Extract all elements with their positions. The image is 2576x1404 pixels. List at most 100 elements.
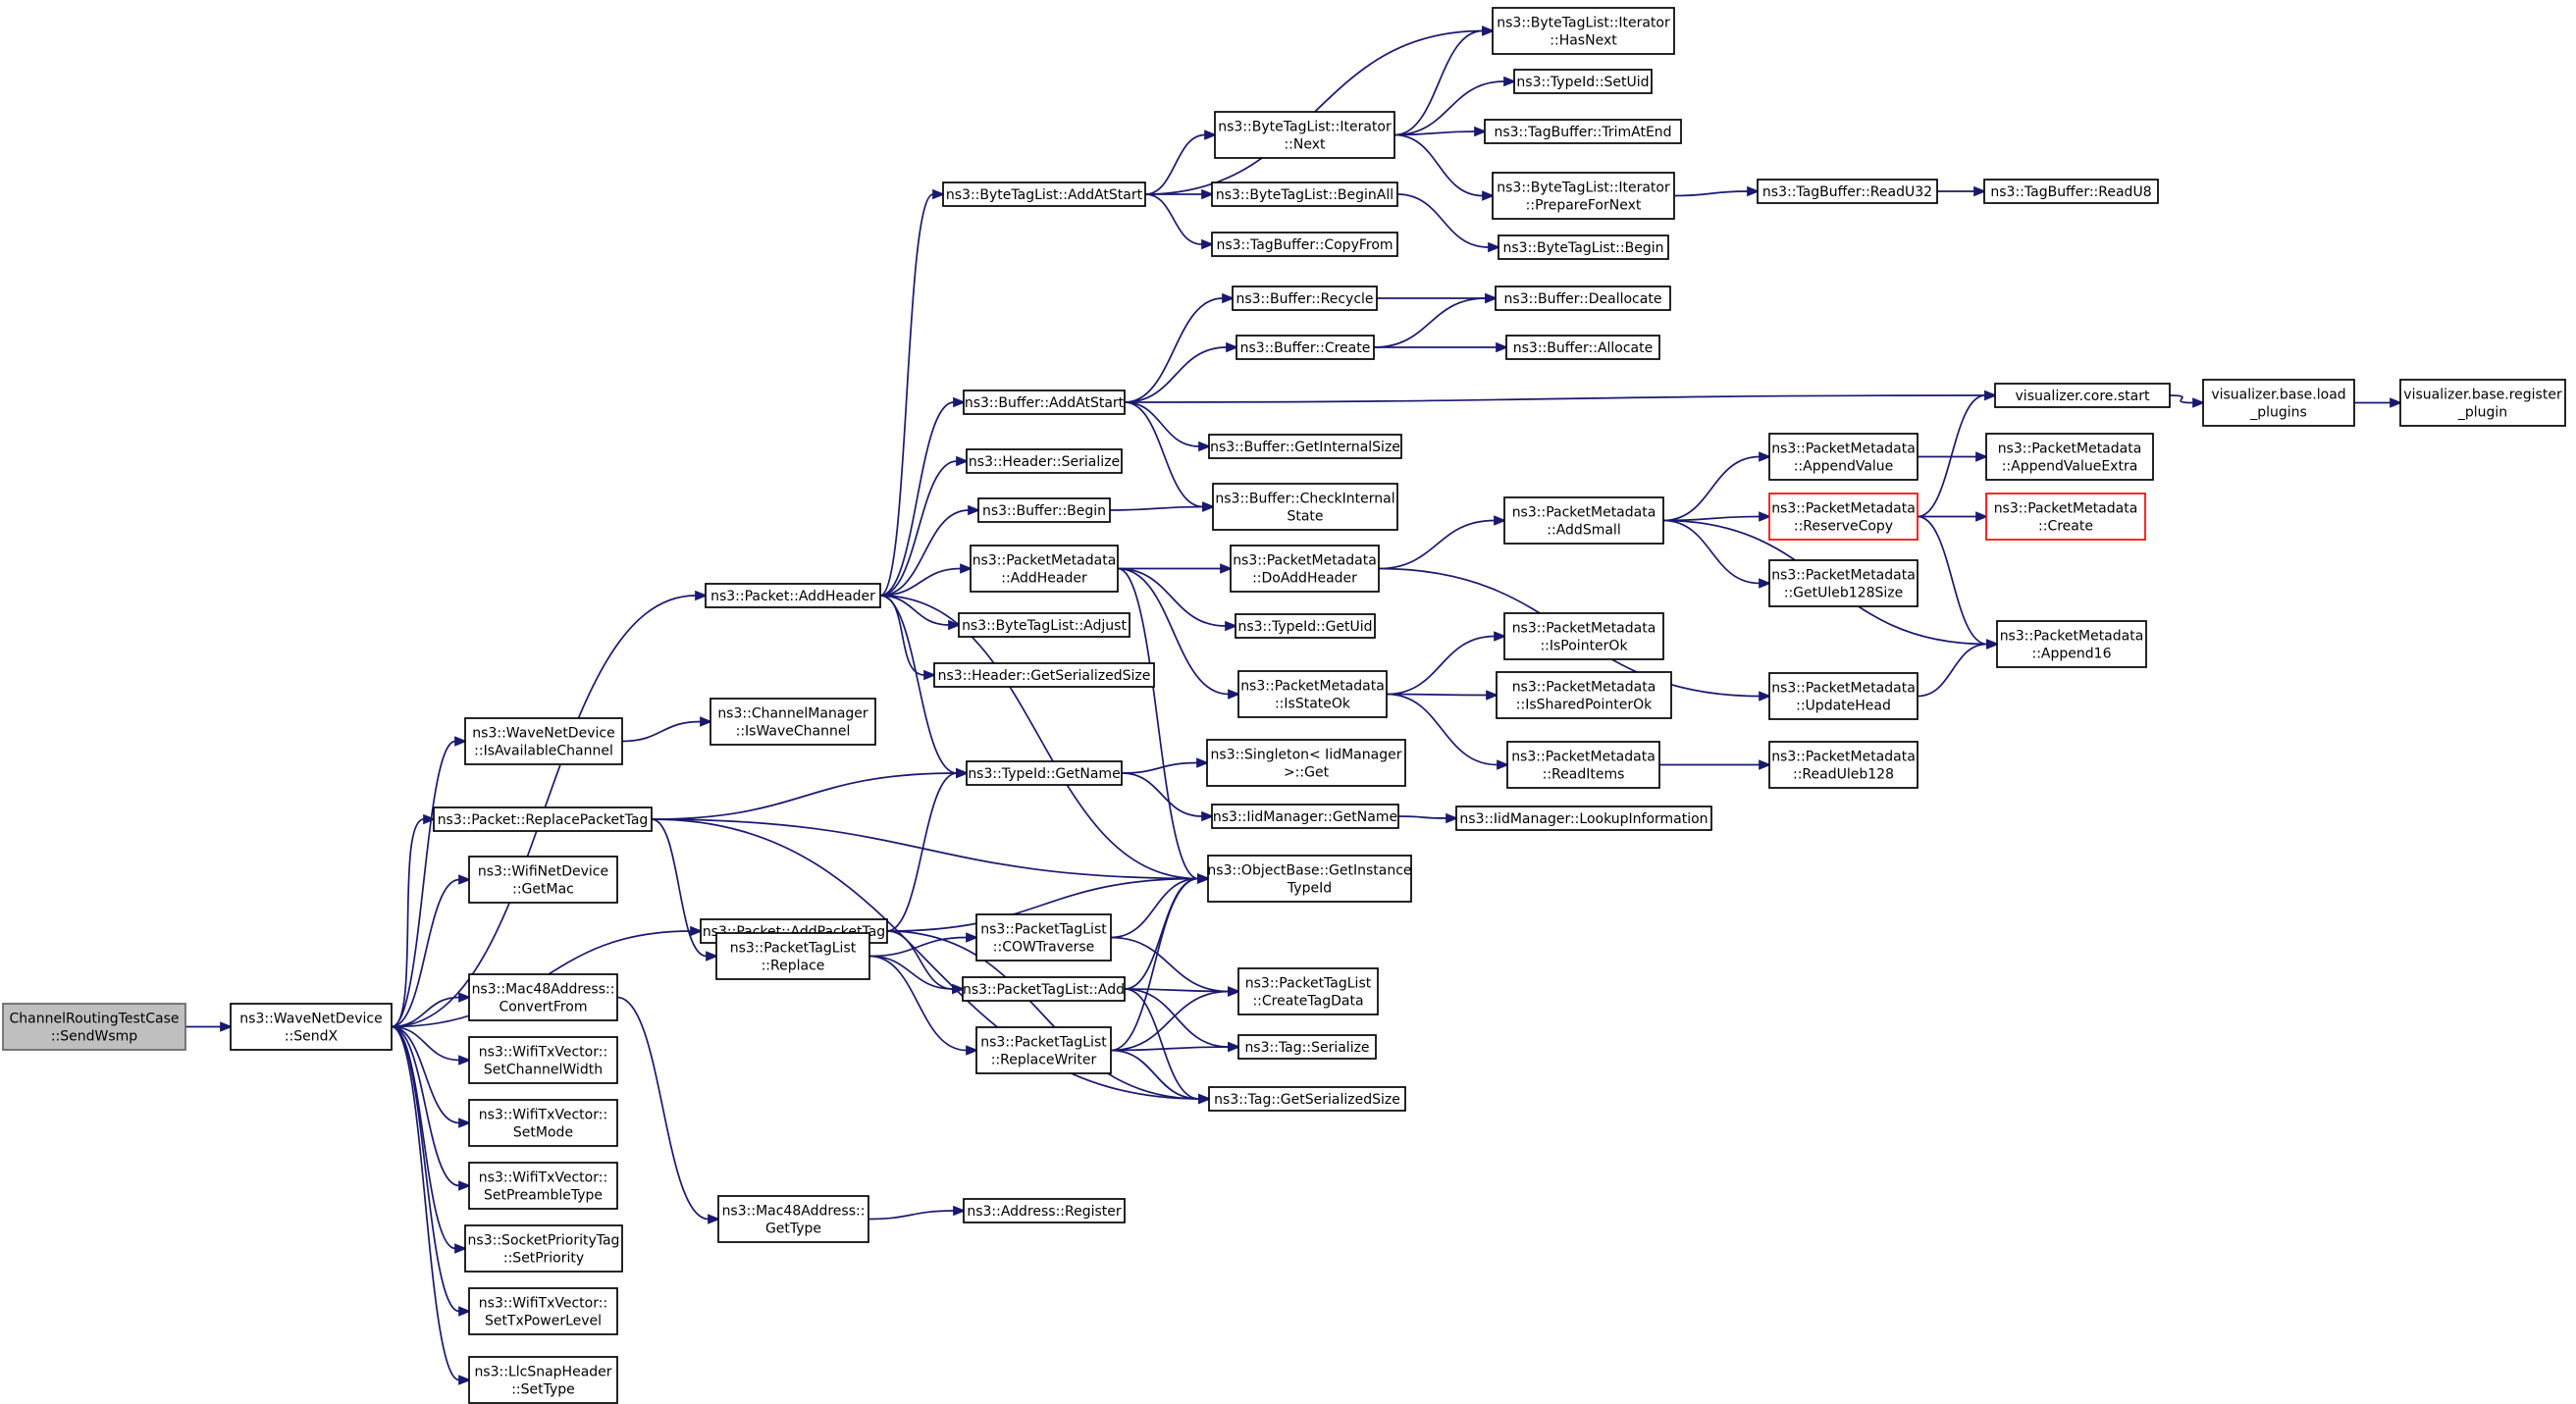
node-convertfrom[interactable]: ns3::Mac48Address::ConvertFrom	[468, 973, 618, 1021]
node-iswavechannel[interactable]: ns3::ChannelManager::IsWaveChannel	[710, 698, 876, 746]
node-btladjust[interactable]: ns3::ByteTagList::Adjust	[958, 612, 1130, 638]
node-pmappendvalueextra[interactable]: ns3::PacketMetadata::AppendValueExtra	[1985, 433, 2154, 481]
node-label: _plugins	[2249, 405, 2307, 421]
node-settxpower[interactable]: ns3::WifiTxVector::SetTxPowerLevel	[468, 1287, 618, 1335]
node-root: ChannelRoutingTestCase::SendWsmp	[2, 1003, 186, 1051]
node-itprepare[interactable]: ns3::ByteTagList::Iterator::PrepareForNe…	[1492, 172, 1675, 220]
call-edge-ptladd-to-objgetinstancetypeid	[1124, 877, 1199, 990]
node-pmdoaddheader[interactable]: ns3::PacketMetadata::DoAddHeader	[1230, 545, 1380, 593]
node-hdrserialize[interactable]: ns3::Header::Serialize	[966, 448, 1123, 474]
node-settype[interactable]: ns3::LlcSnapHeader::SetType	[468, 1356, 618, 1404]
call-edge-addpackettag-to-typeidgetname	[886, 772, 958, 932]
node-ithasnext[interactable]: ns3::ByteTagList::Iterator::HasNext	[1492, 7, 1675, 55]
call-edge-pmaddheader-to-typeidgetuid	[1117, 567, 1227, 627]
node-label: ::GetMac	[512, 882, 574, 898]
node-hdrgetsersize[interactable]: ns3::Header::GetSerializedSize	[933, 662, 1155, 688]
node-setpriority[interactable]: ns3::SocketPriorityTag::SetPriority	[464, 1224, 623, 1273]
node-bufgetinternalsize[interactable]: ns3::Buffer::GetInternalSize	[1208, 434, 1402, 459]
node-sendx[interactable]: ns3::WaveNetDevice::SendX	[230, 1003, 393, 1051]
arrowhead-icon	[932, 188, 946, 200]
node-ptladd[interactable]: ns3::PacketTagList::Add	[962, 976, 1126, 1002]
node-iidgetname[interactable]: ns3::IidManager::GetName	[1211, 804, 1399, 829]
node-tbreadu32[interactable]: ns3::TagBuffer::ReadU32	[1757, 179, 1938, 204]
node-addheader[interactable]: ns3::Packet::AddHeader	[705, 583, 881, 608]
node-vizloadplugins[interactable]: visualizer.base.load_plugins	[2202, 379, 2355, 427]
node-ptlreplacewriter[interactable]: ns3::PacketTagList::ReplaceWriter	[975, 1026, 1112, 1074]
node-setmode[interactable]: ns3::WifiTxVector::SetMode	[468, 1099, 618, 1147]
node-ptlcowtraverse[interactable]: ns3::PacketTagList::COWTraverse	[975, 913, 1112, 962]
node-bufbegin[interactable]: ns3::Buffer::Begin	[977, 497, 1111, 523]
node-label: ns3::PacketTagList	[1245, 976, 1372, 992]
node-singletonget[interactable]: ns3::Singleton< IidManager >::Get	[1206, 739, 1406, 787]
node-box	[975, 913, 1112, 962]
node-pmreaduleb[interactable]: ns3::PacketMetadata::ReadUleb128	[1768, 741, 1919, 789]
node-wifigetmac[interactable]: ns3::WifiNetDevice::GetMac	[468, 856, 618, 904]
node-label: ns3::ByteTagList::AddAtStart	[946, 187, 1143, 203]
node-pmupdatehead[interactable]: ns3::PacketMetadata::UpdateHead	[1768, 672, 1919, 720]
node-bufrecycle[interactable]: ns3::Buffer::Recycle	[1232, 286, 1378, 311]
node-pmappend16[interactable]: ns3::PacketMetadata::Append16	[1996, 620, 2147, 668]
node-tbtrimatend[interactable]: ns3::TagBuffer::TrimAtEnd	[1484, 119, 1682, 144]
node-label: ::AppendValue	[1794, 459, 1894, 475]
node-vizregisterplugin[interactable]: visualizer.base.register_plugin	[2399, 379, 2566, 427]
node-pmissharedpointerok[interactable]: ns3::PacketMetadata::IsSharedPointerOk	[1496, 671, 1672, 719]
node-typeidgetname[interactable]: ns3::TypeId::GetName	[966, 760, 1123, 786]
node-replacepkttag[interactable]: ns3::Packet::ReplacePacketTag	[433, 806, 653, 832]
node-pmappendvalue[interactable]: ns3::PacketMetadata::AppendValue	[1768, 433, 1919, 481]
call-edge-ptlcowtraverse-to-ptlcreatetagdata	[1110, 936, 1230, 993]
call-edge-typeidgetname-to-singletonget	[1121, 761, 1198, 774]
node-isavail[interactable]: ns3::WaveNetDevice::IsAvailableChannel	[464, 717, 623, 765]
node-box	[975, 1026, 1112, 1074]
node-label: ::ReplaceWriter	[991, 1053, 1097, 1068]
node-pmgetuleb[interactable]: ns3::PacketMetadata::GetUleb128Size	[1768, 559, 1919, 607]
node-box	[1237, 967, 1379, 1015]
call-edge-pmreservecopy-to-pmappend16	[1917, 515, 1988, 646]
arrowhead-icon	[1759, 691, 1772, 702]
node-typeidsetuid[interactable]: ns3::TypeId::SetUid	[1513, 69, 1653, 94]
node-itnext[interactable]: ns3::ByteTagList::Iterator::Next	[1214, 111, 1395, 159]
node-pmispointerok[interactable]: ns3::PacketMetadata::IsPointerOk	[1503, 612, 1664, 660]
node-iidlookup[interactable]: ns3::IidManager::LookupInformation	[1455, 806, 1712, 831]
node-bufdeallocate[interactable]: ns3::Buffer::Deallocate	[1495, 286, 1671, 311]
node-label: ns3::LlcSnapHeader	[474, 1365, 611, 1380]
node-btlbegin[interactable]: ns3::ByteTagList::Begin	[1498, 234, 1669, 260]
node-pmisstateok[interactable]: ns3::PacketMetadata::IsStateOk	[1237, 670, 1388, 718]
node-mac48gettype[interactable]: ns3::Mac48Address::GetType	[717, 1195, 869, 1243]
node-box	[1506, 741, 1660, 789]
arrowhead-icon	[1226, 341, 1239, 353]
node-pmaddheader[interactable]: ns3::PacketMetadata::AddHeader	[970, 545, 1119, 593]
node-setchanwidth[interactable]: ns3::WifiTxVector::SetChannelWidth	[468, 1036, 618, 1084]
node-typeidgetuid[interactable]: ns3::TypeId::GetUid	[1235, 613, 1376, 639]
node-setpreamble[interactable]: ns3::WifiTxVector::SetPreambleType	[468, 1162, 618, 1210]
node-pmreaditems[interactable]: ns3::PacketMetadata::ReadItems	[1506, 741, 1660, 789]
node-pmcreate[interactable]: ns3::PacketMetadata::Create	[1985, 493, 2146, 541]
node-tbcopyfrom[interactable]: ns3::TagBuffer::CopyFrom	[1211, 232, 1398, 257]
node-ptlreplace[interactable]: ns3::PacketTagList::Replace	[715, 932, 870, 980]
node-tagserialize[interactable]: ns3::Tag::Serialize	[1237, 1034, 1377, 1060]
node-vizstart[interactable]: visualizer.core.start	[1994, 383, 2171, 408]
node-box	[715, 932, 870, 980]
call-edge-itnext-to-itprepare	[1393, 133, 1484, 197]
node-taggetsersize[interactable]: ns3::Tag::GetSerializedSize	[1208, 1086, 1406, 1112]
node-bufallocate[interactable]: ns3::Buffer::Allocate	[1505, 335, 1660, 360]
node-pmaddsmall[interactable]: ns3::PacketMetadata::AddSmall	[1503, 496, 1664, 545]
node-box	[1211, 232, 1398, 257]
node-label: ns3::TypeId::GetName	[968, 766, 1120, 782]
arrowhead-icon	[1759, 511, 1772, 522]
arrowhead-icon	[1201, 238, 1215, 250]
node-bytetagaddatstart[interactable]: ns3::ByteTagList::AddAtStart	[942, 182, 1146, 207]
node-label: ns3::Tag::Serialize	[1244, 1040, 1369, 1056]
node-bufaddatstart[interactable]: ns3::Buffer::AddAtStart	[963, 390, 1126, 415]
node-pmreservecopy[interactable]: ns3::PacketMetadata::ReserveCopy	[1768, 493, 1919, 541]
call-edge-ptladd-to-taggetsersize	[1124, 988, 1200, 1100]
node-btlbeginall[interactable]: ns3::ByteTagList::BeginAll	[1211, 182, 1398, 207]
node-ptlcreatetagdata[interactable]: ns3::PacketTagList::CreateTagData	[1237, 967, 1379, 1015]
call-edge-vizstart-to-vizloadplugins	[2169, 394, 2194, 404]
node-addrregister[interactable]: ns3::Address::Register	[963, 1198, 1126, 1223]
node-tbreadu8[interactable]: ns3::TagBuffer::ReadU8	[1983, 179, 2159, 204]
arrowhead-icon	[1494, 515, 1507, 526]
node-bufcreate[interactable]: ns3::Buffer::Create	[1235, 335, 1375, 360]
node-label: ns3::PacketTagList	[980, 922, 1107, 938]
